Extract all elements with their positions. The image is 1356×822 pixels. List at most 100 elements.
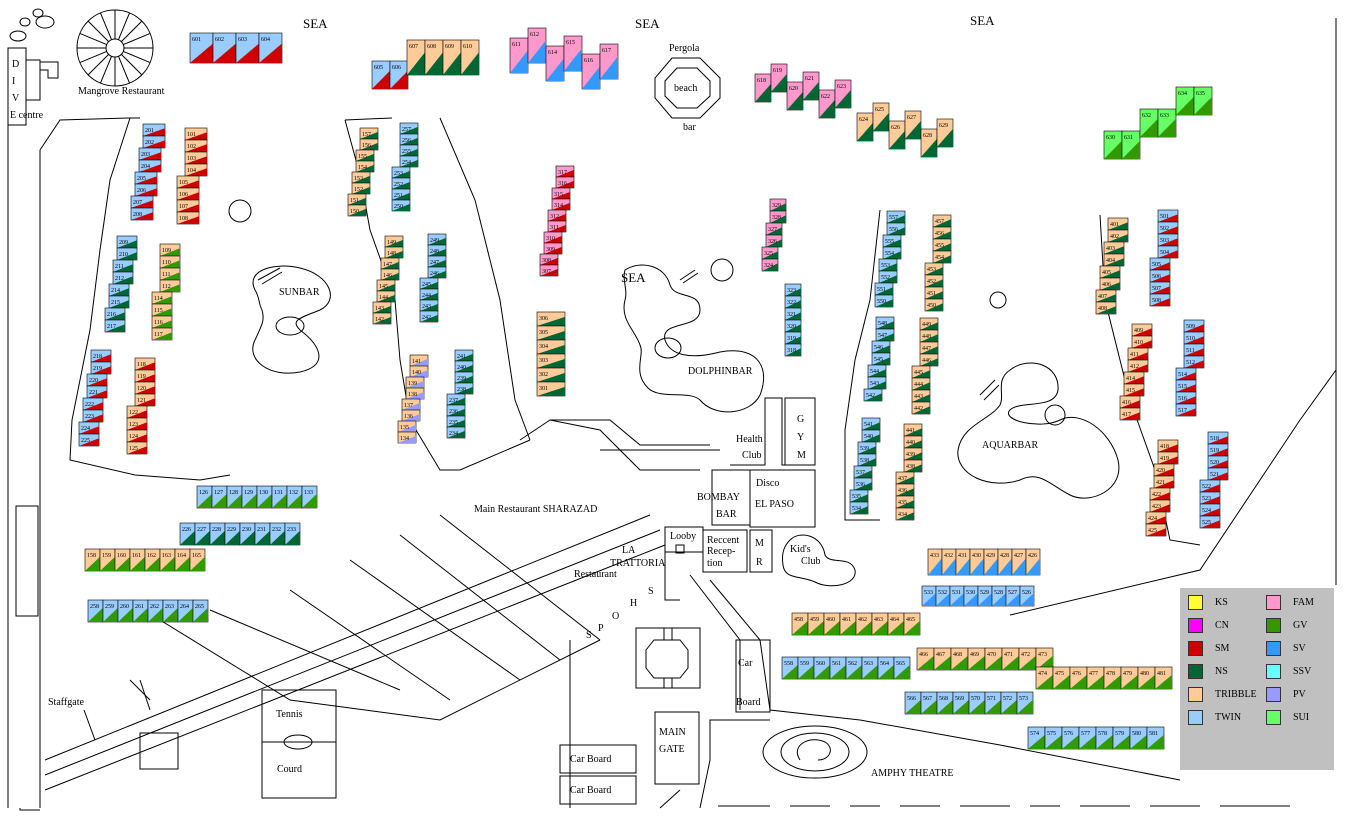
dolphinbar-label: DOLPHINBAR [688, 366, 753, 377]
room-318: 318 [784, 343, 802, 357]
room-247: 247 [427, 255, 447, 268]
room-444: 444 [911, 377, 931, 391]
room-460: 460 [823, 612, 841, 636]
room-number: 429 [986, 553, 995, 559]
legend-swatch [1188, 664, 1203, 679]
room-421: 421 [1153, 475, 1175, 489]
room-number: 456 [935, 231, 944, 237]
room-465: 465 [903, 612, 921, 636]
room-number: 324 [764, 263, 773, 269]
room-576: 576 [1061, 726, 1080, 750]
legend-swatch [1266, 710, 1281, 725]
room-number: 572 [1003, 696, 1012, 702]
room-number: 564 [880, 661, 889, 667]
room-number: 627 [907, 115, 916, 121]
room-number: 416 [1122, 400, 1131, 406]
room-number: 105 [179, 180, 188, 186]
room-208: 208 [130, 207, 154, 221]
room-315: 315 [551, 187, 571, 200]
room-number: 327 [768, 227, 777, 233]
room-number: 234 [449, 431, 458, 437]
reception-3: tion [707, 558, 723, 569]
dive-letter-i: I [12, 76, 15, 87]
trattoria-la: LA [622, 545, 636, 556]
room-number: 611 [512, 42, 521, 48]
room-number: 143 [375, 306, 384, 312]
room-number: 222 [85, 402, 94, 408]
room-141: 141 [409, 354, 429, 367]
room-number: 115 [154, 308, 163, 314]
legend-swatch [1266, 641, 1281, 656]
room-number: 162 [147, 553, 156, 559]
room-number: 214 [111, 288, 120, 294]
legend-item-tribble: TRIBBLE [1188, 687, 1257, 702]
room-number: 136 [404, 414, 413, 420]
room-511: 511 [1183, 343, 1205, 357]
shops-o: O [612, 611, 619, 622]
room-221: 221 [86, 385, 108, 399]
legend-label: PV [1293, 689, 1306, 700]
room-number: 632 [1142, 113, 1151, 119]
room-number: 123 [129, 422, 138, 428]
carboard-2: Car Board [570, 785, 611, 796]
room-number: 439 [906, 452, 915, 458]
room-546: 546 [871, 340, 891, 354]
carboard-1: Car Board [570, 754, 611, 765]
legend-label: KS [1215, 597, 1228, 608]
room-number: 226 [182, 527, 191, 533]
room-215: 215 [108, 295, 130, 309]
room-number: 421 [1156, 480, 1165, 486]
room-number: 446 [922, 358, 931, 364]
room-number: 622 [821, 94, 830, 100]
room-number: 148 [387, 251, 396, 257]
dive-centre-label: E centre [10, 110, 44, 121]
room-609: 609 [442, 39, 462, 76]
room-104: 104 [184, 163, 208, 177]
room-536: 536 [853, 477, 873, 491]
legend-swatch [1188, 618, 1203, 633]
room-475: 475 [1052, 666, 1071, 690]
room-240: 240 [454, 360, 474, 373]
room-143: 143 [372, 301, 392, 314]
room-408: 408 [1095, 301, 1117, 315]
room-446: 446 [919, 353, 939, 367]
room-129: 129 [241, 485, 258, 509]
room-number: 145 [379, 284, 388, 290]
room-234: 234 [446, 426, 466, 439]
room-529: 529 [977, 585, 993, 607]
room-number: 612 [530, 32, 539, 38]
room-number: 614 [548, 50, 557, 56]
room-526: 526 [1019, 585, 1035, 607]
room-number: 474 [1038, 671, 1047, 677]
room-456: 456 [932, 226, 952, 240]
room-474: 474 [1035, 666, 1054, 690]
room-number: 563 [864, 661, 873, 667]
room-481: 481 [1154, 666, 1173, 690]
room-number: 216 [107, 312, 116, 318]
room-number: 106 [179, 192, 188, 198]
room-635: 635 [1193, 86, 1213, 116]
room-581: 581 [1146, 726, 1165, 750]
room-number: 116 [154, 320, 163, 326]
room-number: 481 [1157, 671, 1166, 677]
room-228: 228 [209, 522, 226, 546]
staffgate-label: Staffgate [48, 697, 84, 708]
legend-swatch [1266, 618, 1281, 633]
room-number: 140 [412, 370, 421, 376]
room-number: 255 [402, 149, 411, 155]
room-220: 220 [86, 373, 108, 387]
room-number: 402 [1110, 234, 1119, 240]
room-number: 519 [1210, 448, 1219, 454]
room-number: 512 [1186, 360, 1195, 366]
room-320: 320 [784, 319, 802, 333]
room-133: 133 [301, 485, 318, 509]
room-522: 522 [1199, 479, 1221, 493]
room-number: 538 [860, 458, 869, 464]
room-number: 433 [930, 553, 939, 559]
room-316: 316 [555, 176, 575, 189]
room-562: 562 [845, 656, 863, 680]
room-number: 441 [906, 428, 915, 434]
room-number: 235 [449, 420, 458, 426]
room-number: 535 [852, 494, 861, 500]
room-405: 405 [1099, 265, 1121, 279]
